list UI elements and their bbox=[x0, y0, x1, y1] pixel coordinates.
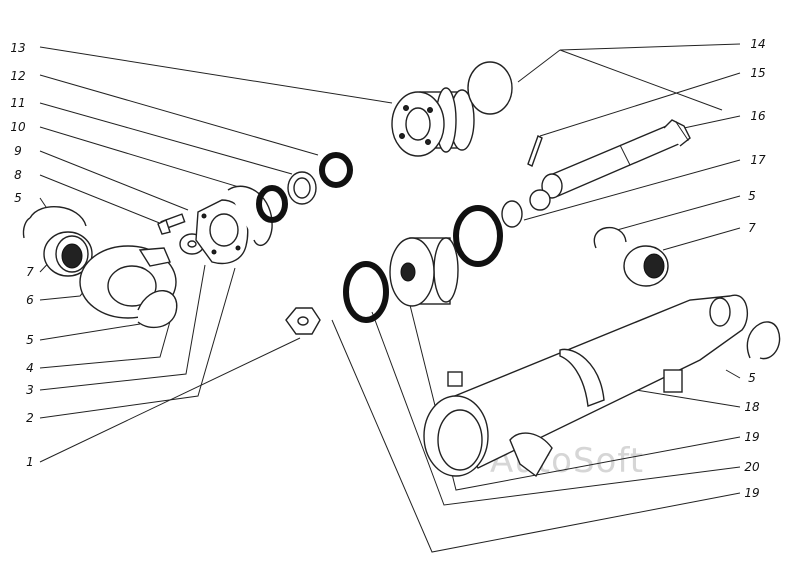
callout-label: 20 bbox=[744, 460, 760, 474]
callout-label: 17 bbox=[750, 153, 766, 167]
callout-label: 3 bbox=[26, 383, 34, 397]
part-piston-rod bbox=[529, 119, 691, 211]
callout-label: 19 bbox=[744, 486, 759, 500]
callout-label: 8 bbox=[14, 168, 22, 182]
part-snap-ring-right bbox=[593, 226, 627, 249]
callout-label: 6 bbox=[26, 293, 34, 307]
callout-label: 16 bbox=[750, 109, 766, 123]
part-flange-plate bbox=[195, 199, 249, 265]
part-snap-ring-far-right bbox=[746, 321, 781, 360]
part-seal-ring-19 bbox=[343, 261, 389, 323]
callout-labels: 13 12 11 10 9 8 5 7 6 5 4 3 2 1 14 15 16… bbox=[10, 37, 766, 500]
callout-label: 19 bbox=[744, 430, 759, 444]
part-piston bbox=[389, 237, 459, 307]
part-snap-ring-left bbox=[22, 206, 87, 239]
part-bearing-left bbox=[43, 231, 93, 277]
callout-label: 12 bbox=[10, 69, 25, 83]
part-cylinder-body bbox=[423, 294, 749, 478]
callout-label: 5 bbox=[14, 191, 22, 205]
callout-label: 1 bbox=[26, 455, 34, 469]
callout-label: 5 bbox=[748, 189, 756, 203]
callout-label: 14 bbox=[750, 37, 765, 51]
callout-label: 7 bbox=[748, 221, 756, 235]
part-bolt bbox=[157, 213, 186, 235]
callout-label: 7 bbox=[26, 265, 34, 279]
callout-label: 18 bbox=[744, 400, 760, 414]
part-o-ring-14 bbox=[467, 61, 513, 115]
callout-label: 5 bbox=[26, 333, 34, 347]
part-snap-ring-left-lower bbox=[137, 290, 178, 329]
callout-label: 9 bbox=[14, 144, 22, 158]
part-cotter-pin bbox=[527, 135, 543, 167]
callout-label: 11 bbox=[10, 96, 25, 110]
part-castle-nut bbox=[285, 307, 321, 335]
part-seal-ring-13 bbox=[319, 152, 353, 188]
callout-label: 13 bbox=[10, 41, 25, 55]
part-bearing-right bbox=[623, 245, 669, 287]
part-o-ring-17 bbox=[501, 200, 523, 228]
callout-label: 4 bbox=[26, 361, 34, 375]
part-gland-head bbox=[391, 87, 475, 157]
part-washer-12 bbox=[287, 171, 317, 205]
part-seal-ring-20 bbox=[453, 205, 503, 267]
callout-label: 2 bbox=[26, 411, 34, 425]
part-seal-ring-11 bbox=[256, 185, 288, 223]
callout-label: 5 bbox=[748, 371, 756, 385]
callout-label: 10 bbox=[10, 120, 26, 134]
callout-label: 15 bbox=[750, 66, 765, 80]
